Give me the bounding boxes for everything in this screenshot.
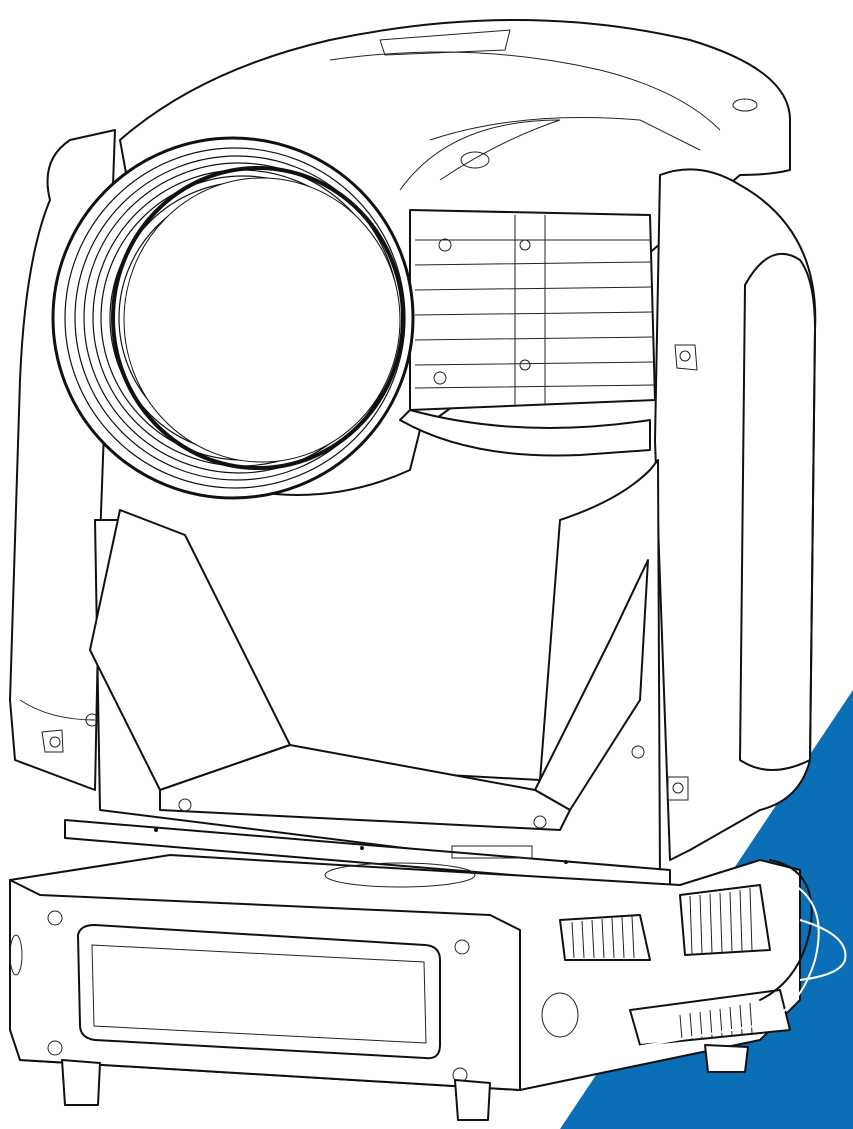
base-screw-1 [47,910,63,926]
frame-connector [451,845,533,859]
base-handle [759,859,813,1001]
frame-screw-4 [533,815,547,829]
base-screw-2 [454,939,470,955]
fin-lines [414,239,655,389]
yoke-left-clip-screw [49,736,61,748]
base-rotation-disc [324,862,476,888]
top-handle [379,29,511,56]
yoke-inner-frame [64,459,671,889]
yoke-right-clip-screw-2 [672,782,684,794]
lens-glass [123,177,401,463]
shell-contour-2 [429,117,701,151]
lens-glass-edge [111,166,405,470]
shell-screw-2 [460,151,490,169]
fin-divider [514,215,546,405]
yoke-left-clip [41,729,64,753]
head-underside [399,409,651,457]
frame-screw-3 [178,798,192,812]
base-cable-highlight [799,919,847,981]
base-foot-back [704,1044,749,1073]
base-foot-right [454,1079,491,1121]
yoke-bottom-tray [159,744,571,831]
yoke-left-contour [19,699,96,721]
base-handle-highlight [619,879,820,1051]
base-lower-vent-lines [679,1002,753,1041]
fin-screw [438,238,452,252]
base-side-connector [541,992,579,1038]
fin-screw-4 [519,359,531,371]
frame-dot-3 [564,860,568,864]
yoke-right-outer [654,168,817,861]
frame-screw-1 [85,713,99,727]
base-front-panel-inner [91,944,427,1044]
shell-contour [329,51,721,131]
base-front-panel [77,924,441,1060]
yoke-arm-right [654,168,817,861]
base-side-port [9,934,23,976]
front-lens [51,136,415,500]
shell-sweep [399,119,561,191]
base-screw-3 [47,1040,63,1056]
frame-dot-1 [154,828,158,832]
frame-screw-2 [631,745,645,759]
yoke-right-recess [739,252,816,771]
base-front-face [9,879,521,1091]
base-vent-left-lines [571,915,635,959]
yoke-right-clip-2 [667,776,689,801]
base-side-vents [559,859,847,1051]
fin-screw-2 [433,371,447,385]
base-vent-right-lines [689,887,753,955]
shell-screw [732,98,758,112]
base-unit [9,854,801,1121]
yoke-right-clip [674,344,698,371]
yoke-right-clip-screw [679,350,691,362]
fin-screw-3 [519,239,531,251]
base-foot-left [61,1059,101,1106]
frame-dot-2 [360,846,364,850]
cooling-fins [399,209,656,457]
base-vent-right [679,884,771,956]
